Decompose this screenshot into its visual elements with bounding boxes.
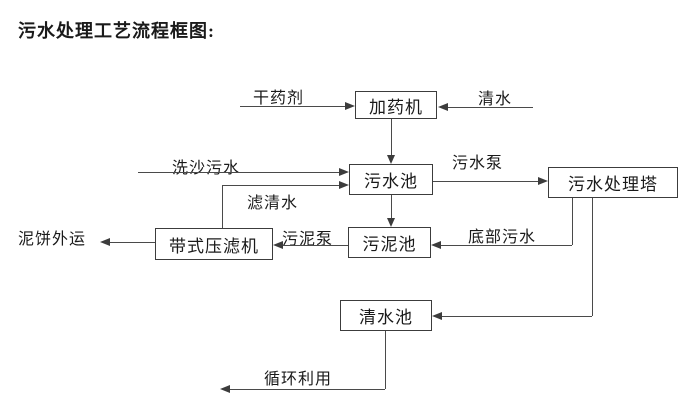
arrow-recycling-line xyxy=(230,389,385,390)
label-sand-washing-sewage: 洗沙污水 xyxy=(172,160,241,177)
arrow-bottom-sewage-line xyxy=(441,245,572,246)
node-clean-water-pool: 清水池 xyxy=(340,300,432,331)
arrow-dosing-to-sewage-line xyxy=(391,119,392,156)
node-treatment-tower: 污水处理塔 xyxy=(548,167,678,198)
arrow-recycling-vline xyxy=(385,331,386,389)
arrow-tower-to-clean-vline xyxy=(592,198,593,316)
arrowhead-sewage-to-sludge xyxy=(387,218,395,227)
arrow-clean-water-line xyxy=(448,107,533,108)
arrowhead-sewage-pump xyxy=(538,177,548,185)
node-belt-filter-press: 带式压滤机 xyxy=(155,228,273,260)
label-dry-agent: 干药剂 xyxy=(253,90,305,107)
arrow-filtered-water-vline xyxy=(222,185,223,228)
arrowhead-filtered-water xyxy=(339,181,349,189)
arrow-bottom-sewage-vline xyxy=(572,198,573,245)
diagram-title: 污水处理工艺流程框图: xyxy=(18,21,215,41)
label-recycling: 循环利用 xyxy=(264,371,333,388)
arrow-mud-cake-line xyxy=(110,242,155,243)
arrowhead-mud-cake xyxy=(100,238,110,246)
arrowhead-dry-agent xyxy=(345,102,355,110)
label-mud-cake-out: 泥饼外运 xyxy=(18,231,87,248)
node-sludge-pool: 污泥池 xyxy=(348,227,431,258)
arrowhead-recycling xyxy=(220,385,230,393)
node-sewage-pool: 污水池 xyxy=(349,164,433,195)
arrowhead-dosing-to-sewage xyxy=(387,155,395,164)
label-bottom-sewage: 底部污水 xyxy=(468,229,537,246)
label-sludge-pump: 污泥泵 xyxy=(282,231,334,248)
label-sewage-pump: 污水泵 xyxy=(452,155,504,172)
arrow-filtered-water-line xyxy=(222,185,339,186)
arrow-sand-washing-line xyxy=(138,172,339,173)
arrow-sewage-to-sludge-line xyxy=(391,195,392,219)
arrow-sludge-pump-line xyxy=(283,245,348,246)
arrow-tower-to-clean-line xyxy=(442,316,592,317)
arrowhead-sludge-pump xyxy=(273,241,283,249)
arrow-sewage-pump-line xyxy=(433,181,538,182)
label-filtered-water: 滤清水 xyxy=(247,195,299,212)
node-dosing-machine: 加药机 xyxy=(355,91,437,119)
arrow-dry-agent-line xyxy=(240,106,346,107)
arrowhead-clean-water xyxy=(438,103,448,111)
arrowhead-sand-washing xyxy=(339,168,349,176)
label-clean-water: 清水 xyxy=(478,91,513,108)
arrowhead-tower-to-clean xyxy=(432,312,442,320)
arrowhead-bottom-sewage xyxy=(431,241,441,249)
